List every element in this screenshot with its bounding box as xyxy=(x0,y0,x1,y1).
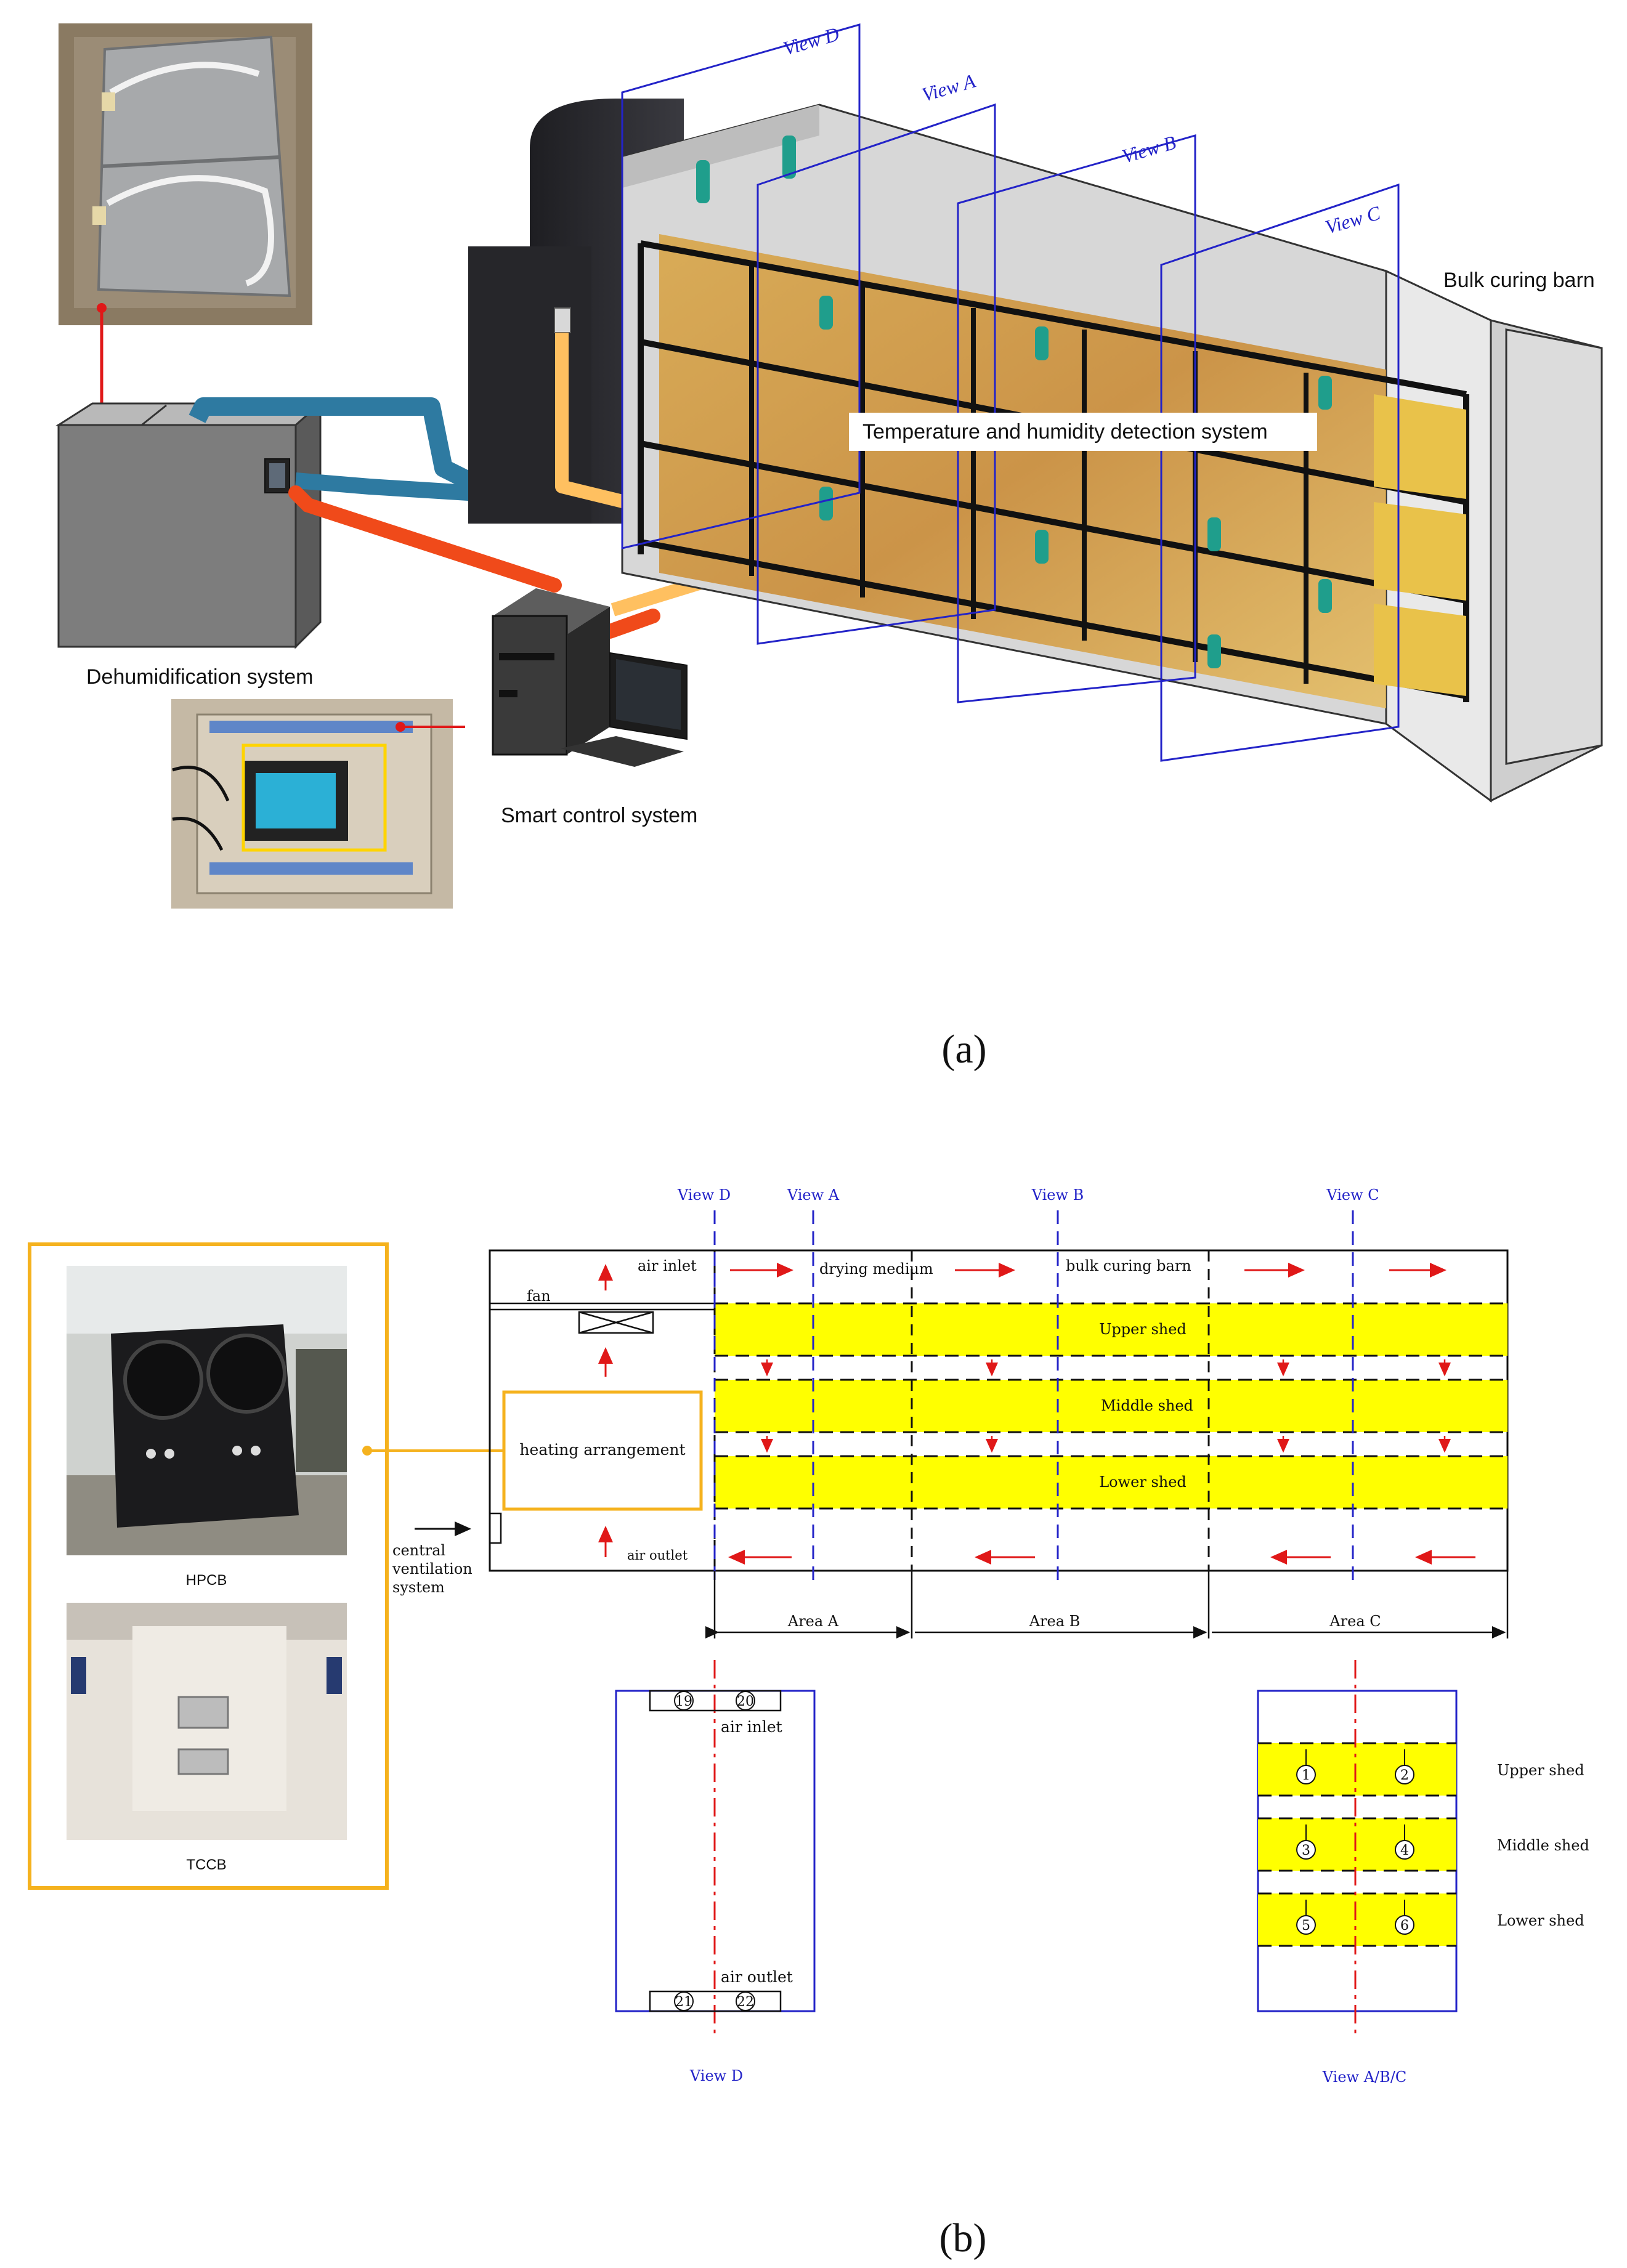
barn-door xyxy=(1505,328,1603,765)
view-d-top: View D xyxy=(677,1186,731,1204)
section-middle-label: Middle shed xyxy=(1497,1837,1589,1854)
fan-label: fan xyxy=(527,1287,551,1305)
panel-a-view-b: View B xyxy=(1119,131,1179,168)
inlet-stub xyxy=(489,1512,502,1544)
fan-symbol xyxy=(578,1311,654,1334)
drying-medium-label: drying medium xyxy=(819,1260,933,1278)
sensor-3: 3 xyxy=(1302,1843,1310,1858)
heating-box xyxy=(502,1390,703,1511)
air-inlet-label: air inlet xyxy=(638,1257,697,1274)
hpcb-photo xyxy=(67,1266,347,1555)
shelf-bands xyxy=(715,1303,1507,1509)
lower-shed-label: Lower shed xyxy=(1099,1473,1187,1491)
control-box-photo xyxy=(171,699,453,909)
bulk-curing-barn-label: Bulk curing barn xyxy=(1443,269,1595,292)
tank-connector-dot xyxy=(97,303,107,313)
section-upper-label: Upper shed xyxy=(1497,1762,1584,1779)
sensor-6: 6 xyxy=(1400,1918,1409,1934)
view-d-outlet-label: air outlet xyxy=(721,1968,793,1986)
plane-view-d xyxy=(621,23,861,549)
dehumidification-label: Dehumidification system xyxy=(86,665,313,689)
view-d-caption: View D xyxy=(689,2067,743,2084)
area-a-label: Area A xyxy=(787,1613,839,1630)
air-outlet-label: air outlet xyxy=(627,1548,688,1563)
area-c-label: Area C xyxy=(1329,1613,1381,1630)
computer xyxy=(492,588,688,767)
heating-label: heating arrangement xyxy=(519,1441,685,1459)
photo-frame xyxy=(28,1242,389,1890)
photo-connector-dot xyxy=(362,1446,372,1456)
sensor-19: 19 xyxy=(675,1694,692,1709)
tccb-label: TCCB xyxy=(186,1857,226,1873)
control-box-connector-dot xyxy=(396,722,405,732)
view-planes xyxy=(621,23,1400,762)
red-pipe xyxy=(288,485,562,593)
temp-humidity-label-box xyxy=(849,413,1317,451)
red-pipe-2 xyxy=(603,609,660,639)
central-line-2: ventilation xyxy=(392,1560,473,1577)
sensor-1: 1 xyxy=(1302,1768,1310,1783)
bulk-curing-barn-b-label: bulk curing barn xyxy=(1066,1257,1191,1274)
panel-a: View D View A View B View C Temperature … xyxy=(55,23,1603,1072)
shelf-dashes xyxy=(715,1302,1507,1510)
plane-view-b xyxy=(957,134,1196,703)
section-lower-label: Lower shed xyxy=(1497,1912,1584,1929)
temp-humidity-label: Temperature and humidity detection syste… xyxy=(862,420,1268,443)
panel-a-view-a: View A xyxy=(919,70,978,106)
panel-b-caption: (b) xyxy=(939,2216,987,2261)
sensor-4: 4 xyxy=(1400,1843,1409,1858)
tank-photo xyxy=(59,23,312,325)
view-c-top: View C xyxy=(1326,1186,1379,1204)
sensor-5: 5 xyxy=(1302,1918,1310,1934)
dehumidification-unit xyxy=(55,401,323,649)
sensor-22: 22 xyxy=(737,1995,754,2010)
view-d-inlet-label: air inlet xyxy=(721,1718,782,1736)
view-b-top: View B xyxy=(1031,1186,1084,1204)
central-line-1: central xyxy=(392,1542,445,1559)
panel-b: HPCB TCCB fan heating arrange xyxy=(28,1186,1589,2261)
sensor-21: 21 xyxy=(675,1995,692,2010)
upper-shed-label: Upper shed xyxy=(1099,1321,1187,1338)
area-boundaries xyxy=(713,1250,1210,1571)
central-line-3: system xyxy=(392,1579,445,1596)
tobacco-racks xyxy=(638,136,1469,708)
tccb-photo xyxy=(67,1603,347,1840)
panel-a-caption: (a) xyxy=(941,1027,986,1072)
middle-shed-label: Middle shed xyxy=(1101,1397,1193,1414)
panel-a-view-d: View D xyxy=(781,23,842,60)
hpcb-label: HPCB xyxy=(186,1572,227,1589)
between-shelf-arrows xyxy=(761,1359,1451,1453)
view-d-section xyxy=(615,1660,816,2039)
area-dimension xyxy=(705,1571,1509,1638)
area-b-label: Area B xyxy=(1029,1613,1081,1630)
smart-control-label: Smart control system xyxy=(501,804,697,827)
plane-view-c xyxy=(1160,183,1400,762)
sensor-2: 2 xyxy=(1400,1768,1409,1783)
plane-view-a xyxy=(757,103,996,645)
view-abc-caption: View A/B/C xyxy=(1322,2068,1406,2086)
sensor-20: 20 xyxy=(737,1694,754,1709)
view-a-top: View A xyxy=(787,1186,840,1204)
view-abc-section xyxy=(1257,1660,1458,2039)
